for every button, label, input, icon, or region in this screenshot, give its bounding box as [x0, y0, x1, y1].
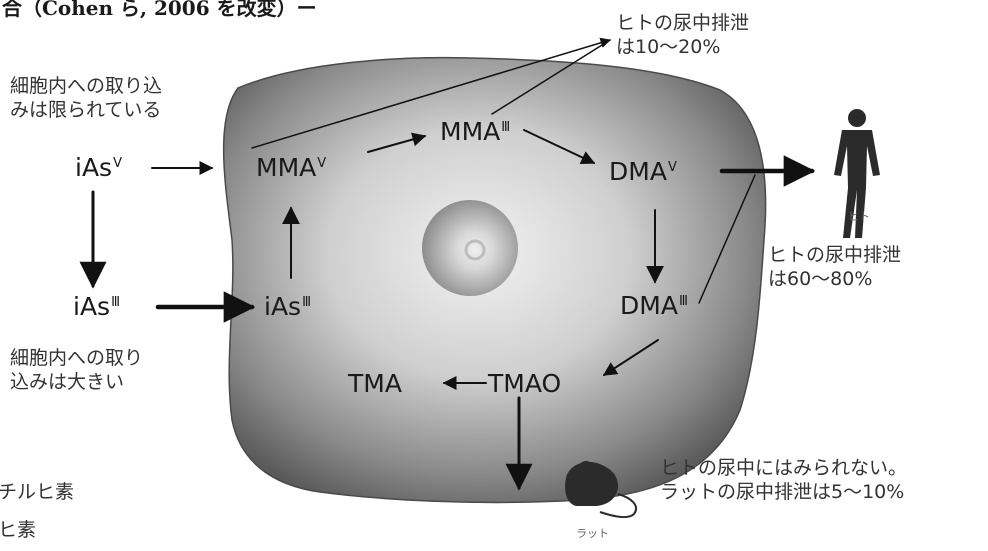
- label-dmav: DMAⅤ: [609, 157, 677, 186]
- nucleus-highlight: [464, 239, 486, 261]
- legend-item-2: ヒ素: [0, 519, 37, 541]
- label-tma: TMA: [348, 369, 402, 398]
- figure-caption: 合（Cohen ら, 2006 を改変）ー: [2, 0, 317, 20]
- arrow-mmaiii-to-human-urine: [491, 39, 611, 115]
- label-iasiii-external: iAsⅢ: [73, 292, 121, 321]
- note-human-urine-dma: ヒトの尿中排泄 は60〜80%: [768, 244, 902, 290]
- arrow-mmav-to-mmaiii: [367, 132, 427, 153]
- label-mmaiii: MMAⅢ: [440, 117, 511, 146]
- arrow-dmaiii-to-tmao: [602, 339, 659, 376]
- label-tmao: TMAO: [488, 369, 562, 398]
- rat-icon-label: ラット: [576, 527, 609, 540]
- arrow-dmaiii-to-human: [698, 174, 756, 304]
- label-iasv: iAsⅤ: [75, 153, 122, 182]
- note-rat-urine: ヒトの尿中にはみられない。 ラットの尿中排泄は5〜10%: [660, 457, 908, 503]
- note-human-urine-mma: ヒトの尿中排泄 は10〜20%: [616, 12, 750, 58]
- note-uptake-large: 細胞内への取り 込みは大きい: [10, 347, 144, 393]
- rat-icon: [565, 461, 637, 519]
- human-icon-label: ヒト: [848, 210, 870, 223]
- human-icon: [834, 109, 880, 238]
- arrow-mmav-to-human-urine: [251, 37, 612, 149]
- label-iasiii-internal: iAsⅢ: [264, 292, 312, 321]
- label-dmaiii: DMAⅢ: [620, 291, 688, 320]
- note-uptake-limited: 細胞内への取り込 みは限られている: [10, 75, 163, 121]
- legend-item-1: チルヒ素: [0, 481, 75, 503]
- arrow-mmaiii-to-dmav: [523, 129, 596, 164]
- label-mmav: MMAⅤ: [256, 153, 327, 182]
- nucleus: [422, 200, 518, 296]
